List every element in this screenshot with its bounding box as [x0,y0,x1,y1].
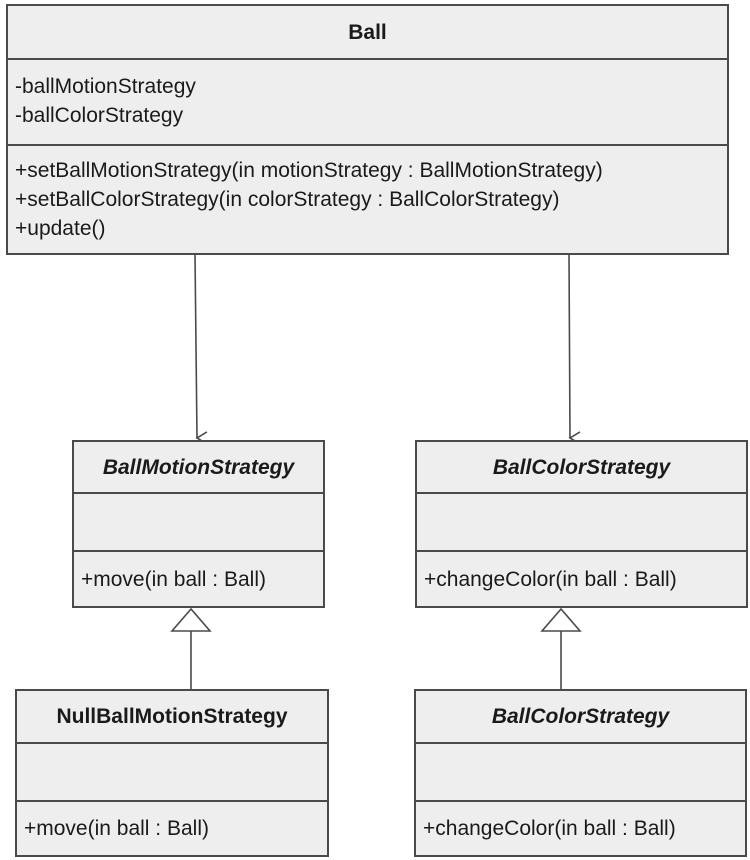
attributes-compartment [417,492,746,550]
class-name: Ball [348,20,387,44]
operation: +setBallColorStrategy(in colorStrategy :… [15,188,560,211]
operations-compartment: +changeColor(in ball : Ball) [416,800,745,855]
class-name: BallColorStrategy [492,455,671,479]
attributes-compartment: -ballMotionStrategy -ballColorStrategy [8,58,727,144]
attributes-compartment [74,492,323,550]
attribute: -ballMotionStrategy [15,75,196,98]
association-ball-to-color-strategy [568,253,581,445]
class-ball-color-strategy[interactable]: BallColorStrategy +changeColor(in ball :… [415,440,748,608]
attribute: -ballColorStrategy [15,104,184,127]
operations-compartment: +changeColor(in ball : Ball) [417,550,746,606]
operations-compartment: +move(in ball : Ball) [17,800,327,855]
generalization-color-impl-to-color-strategy [540,607,582,690]
operations-compartment: +setBallMotionStrategy(in motionStrategy… [8,144,727,253]
class-ball-color-strategy-lower[interactable]: BallColorStrategy +changeColor(in ball :… [414,689,747,857]
class-name: BallColorStrategy [491,705,670,728]
operation: +changeColor(in ball : Ball) [423,817,676,840]
class-name: BallMotionStrategy [102,455,295,479]
operations-compartment: +move(in ball : Ball) [74,550,323,606]
operation: +changeColor(in ball : Ball) [424,567,677,591]
class-ball[interactable]: Ball -ballMotionStrategy -ballColorStrat… [6,4,729,255]
operation: +move(in ball : Ball) [81,567,266,591]
operation: +move(in ball : Ball) [24,817,209,840]
generalization-null-motion-to-motion-strategy [170,607,212,690]
association-ball-to-motion-strategy [194,253,208,445]
attributes-compartment [416,742,745,800]
attributes-compartment [17,742,327,800]
operation: +update() [15,217,106,240]
class-name: NullBallMotionStrategy [56,705,288,728]
class-null-ball-motion-strategy[interactable]: NullBallMotionStrategy +move(in ball : B… [15,689,329,857]
operation: +setBallMotionStrategy(in motionStrategy… [15,159,603,182]
class-ball-motion-strategy[interactable]: BallMotionStrategy +move(in ball : Ball) [72,440,325,608]
